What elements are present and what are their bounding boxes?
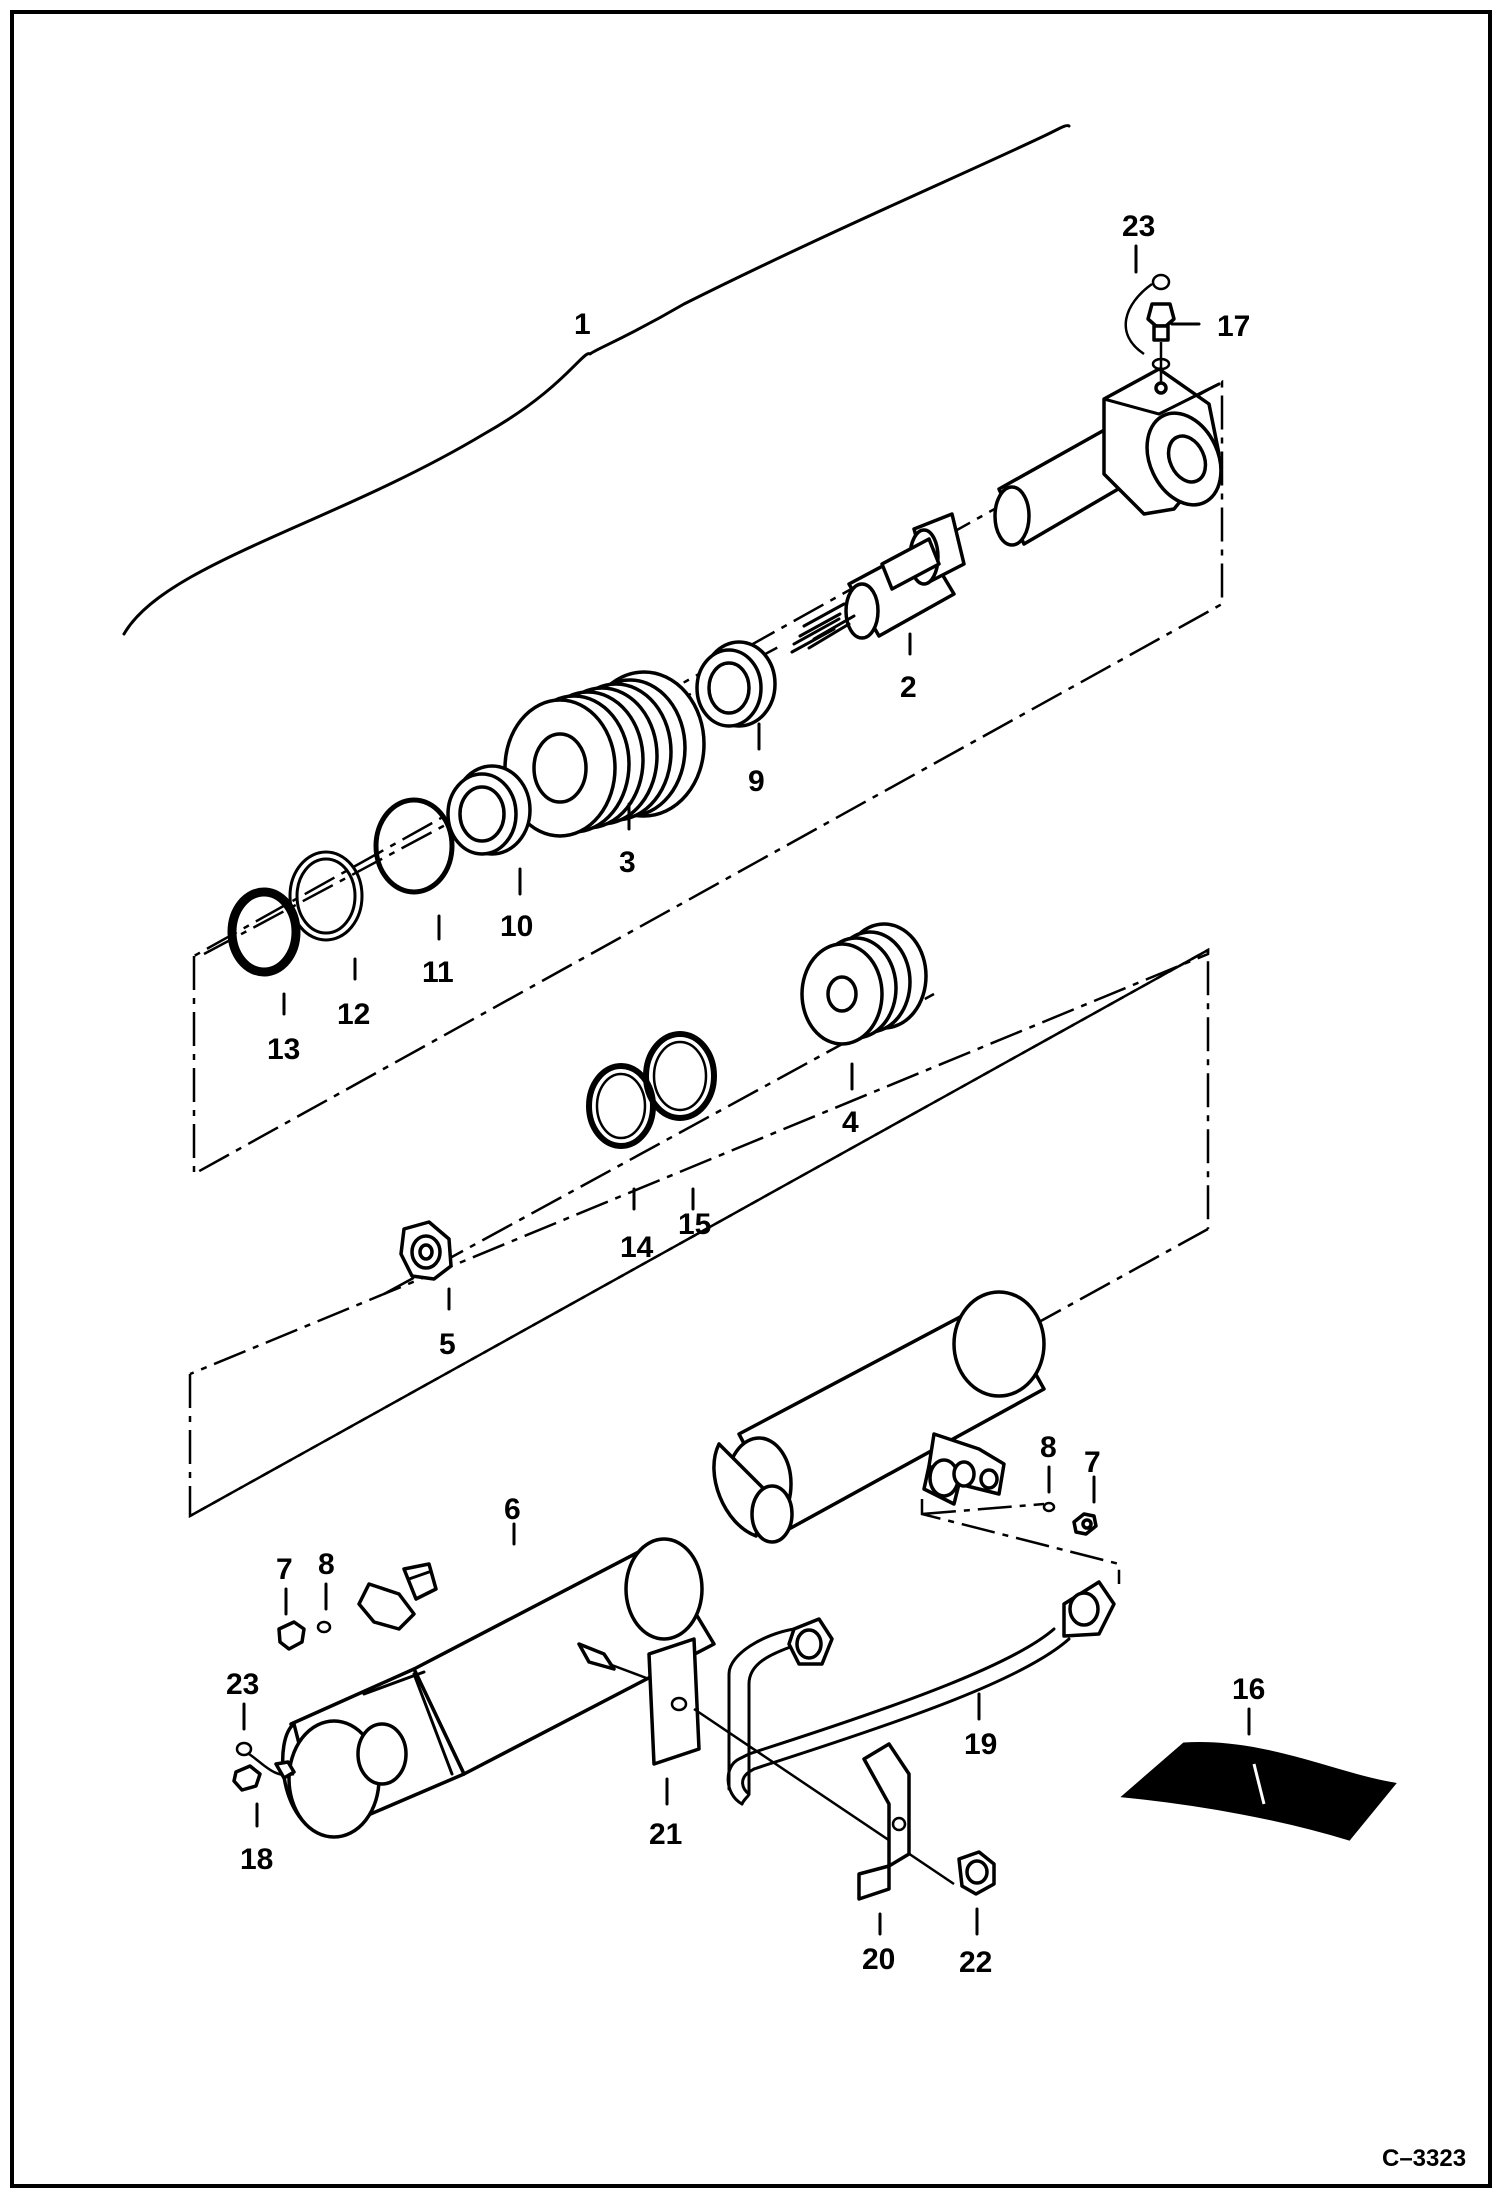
callout-23-left: 23 (226, 1668, 259, 1701)
ring-15 (643, 1031, 717, 1121)
callout-19: 19 (964, 1728, 997, 1761)
callout-20: 20 (862, 1943, 895, 1976)
grease-fitting (1124, 273, 1176, 382)
ring-12 (288, 850, 364, 942)
callout-1: 1 (574, 308, 591, 341)
barrel-far-end (712, 1290, 1046, 1544)
piston-nut (399, 1220, 453, 1281)
ring-13 (227, 887, 301, 977)
piston (800, 922, 928, 1046)
callout-23-top: 23 (1122, 210, 1155, 243)
callout-17: 17 (1217, 310, 1250, 343)
callout-15: 15 (678, 1208, 711, 1241)
callout-21: 21 (649, 1818, 682, 1851)
callout-8-right: 8 (1040, 1431, 1057, 1464)
decal-16 (1120, 1742, 1397, 1841)
assembly-brace (122, 124, 1071, 636)
ring-10 (446, 764, 532, 856)
callout-2: 2 (900, 671, 917, 704)
callout-18: 18 (240, 1843, 273, 1876)
callout-labels: 1 23 17 2 9 3 10 11 12 13 4 14 15 5 6 8 … (226, 210, 1466, 2172)
diagram-frame: 1 23 17 2 9 3 10 11 12 13 4 14 15 5 6 8 … (10, 10, 1492, 2188)
callout-16: 16 (1232, 1673, 1265, 1706)
rod-eye (993, 367, 1223, 547)
lower-plane-frame (189, 947, 1210, 1518)
callout-8-left: 8 (318, 1548, 335, 1581)
bracket-nut (957, 1850, 996, 1896)
callout-7-left: 7 (276, 1553, 293, 1586)
callout-22: 22 (959, 1946, 992, 1979)
callout-11: 11 (422, 956, 454, 989)
figure-code: C–3323 (1382, 2145, 1466, 2172)
ring-11 (373, 797, 455, 895)
clamp-bracket (857, 1742, 911, 1901)
spacer-plate (647, 1637, 701, 1766)
leader-lines (242, 244, 1251, 1936)
piston-rod (790, 512, 966, 654)
callout-12: 12 (337, 998, 370, 1031)
callout-5: 5 (439, 1328, 456, 1361)
hydraulic-tube (726, 1580, 1116, 1806)
exploded-parts-diagram: 1 23 17 2 9 3 10 11 12 13 4 14 15 5 6 8 … (122, 124, 1466, 2172)
callout-9: 9 (748, 765, 765, 798)
callout-7-right: 7 (1084, 1446, 1101, 1479)
callout-3: 3 (619, 846, 636, 879)
callout-14: 14 (620, 1231, 654, 1264)
callout-10: 10 (500, 910, 533, 943)
callout-6: 6 (504, 1493, 521, 1526)
rod-head (503, 670, 706, 838)
cylinder-barrel (281, 1537, 716, 1839)
ring-9 (695, 640, 777, 728)
callout-13: 13 (267, 1033, 300, 1066)
port-fitting-upper (922, 1432, 1006, 1506)
callout-4: 4 (842, 1106, 859, 1139)
